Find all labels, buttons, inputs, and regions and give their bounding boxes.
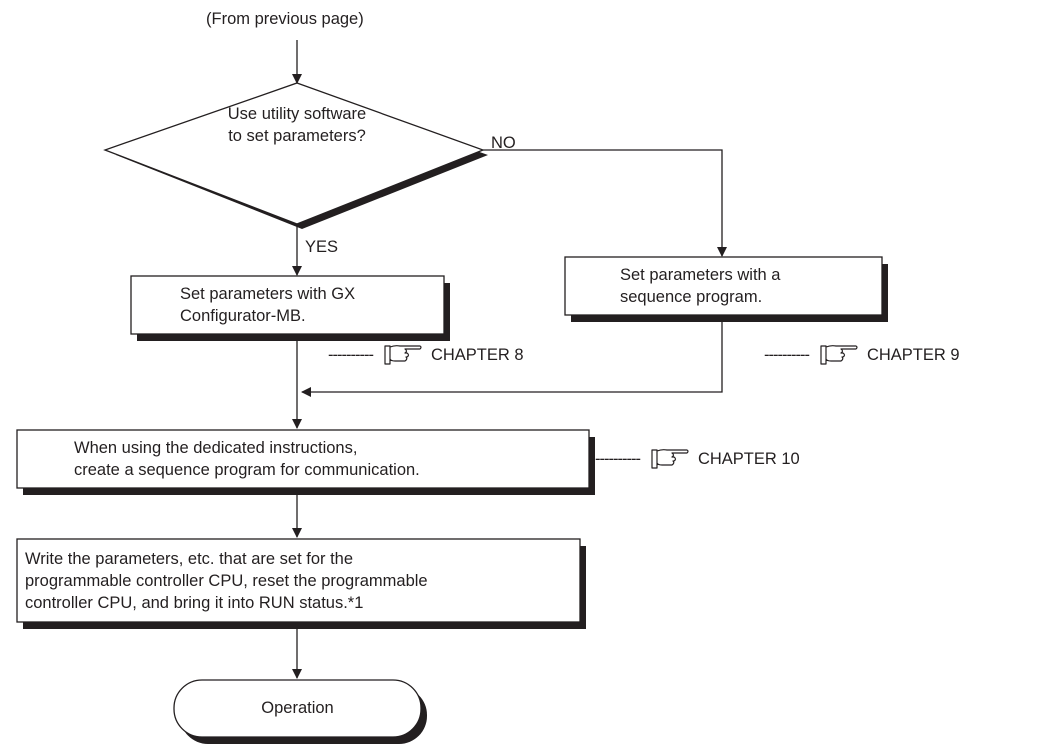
box-write-line-1: Write the parameters, etc. that are set …: [25, 550, 354, 568]
box-write-parameters: [16, 538, 581, 623]
ref-ch9-label: CHAPTER 9: [866, 345, 960, 364]
ref-ch8-dashes: ----------: [328, 345, 374, 364]
box-gx-configurator: [130, 275, 445, 335]
box-dedicated-line-1: When using the dedicated instructions,: [74, 439, 358, 457]
box-gx-line-2: Configurator-MB.: [180, 307, 306, 325]
box-dedicated-instructions: [16, 429, 590, 489]
ref-ch8-label: CHAPTER 8: [430, 345, 524, 364]
box-seq-text: Set parameters with a sequence program.: [620, 264, 781, 308]
decision-line-2: to set parameters?: [228, 127, 366, 145]
pointing-hand-icon: [820, 345, 858, 365]
box-write-line-3: controller CPU, and bring it into RUN st…: [25, 594, 364, 612]
box-write-text: Write the parameters, etc. that are set …: [25, 548, 428, 614]
terminal-operation: [173, 679, 422, 738]
pointing-hand-icon: [384, 345, 422, 365]
yes-label: YES: [305, 238, 339, 256]
arrow-no-branch: [483, 149, 727, 257]
box-seq-line-2: sequence program.: [620, 288, 763, 306]
box-seq-line-1: Set parameters with a: [620, 266, 781, 284]
box-dedicated-line-2: create a sequence program for communicat…: [74, 461, 420, 479]
box-sequence-program: [564, 256, 883, 316]
pointing-hand-icon: [651, 449, 689, 469]
ref-ch10-label: CHAPTER 10: [697, 449, 800, 468]
decision-question: Use utility software to set parameters?: [197, 103, 397, 147]
reference-chapter-8: ---------- CHAPTER 8: [328, 343, 524, 367]
box-gx-text: Set parameters with GX Configurator-MB.: [180, 283, 355, 327]
box-dedicated-text: When using the dedicated instructions, c…: [74, 437, 420, 481]
reference-chapter-10: ---------- CHAPTER 10: [595, 447, 800, 471]
reference-chapter-9: ---------- CHAPTER 9: [764, 343, 960, 367]
from-previous-page-label: (From previous page): [206, 10, 364, 28]
terminal-operation-label: Operation: [261, 699, 334, 717]
decision-line-1: Use utility software: [227, 105, 367, 123]
no-label: NO: [491, 134, 516, 152]
box-gx-line-1: Set parameters with GX: [180, 285, 356, 303]
box-write-line-2: programmable controller CPU, reset the p…: [25, 572, 428, 590]
ref-ch9-dashes: ----------: [764, 345, 810, 364]
arrow-sequence-merge: [301, 322, 723, 397]
ref-ch10-dashes: ----------: [595, 449, 641, 468]
